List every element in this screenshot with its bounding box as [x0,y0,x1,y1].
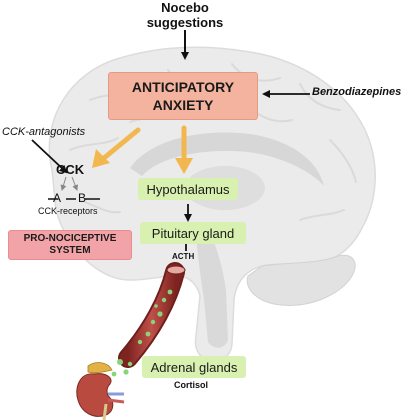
receptor-a-label: A [53,191,62,205]
cck-receptors-label: CCK-receptors [38,206,98,216]
grey-arrow-to-b [71,176,79,191]
cortisol-label: Cortisol [174,380,209,390]
cck-label: CCK [56,162,85,177]
blood-vessel [118,262,186,368]
adrenal-glands-box: Adrenal glands [142,356,246,378]
anticipatory-anxiety-box: ANTICIPATORY ANXIETY [108,72,258,120]
grey-arrow-to-a [60,176,67,191]
hypothalamus-box: Hypothalamus [138,178,238,200]
orange-arrow-to-cck-shaft [101,127,141,161]
black-arrows [31,30,310,251]
cck-antagonists-label: CCK-antagonists [2,126,86,138]
arrow-cck-antagonists [31,139,68,174]
vessel-particles [137,289,173,345]
receptor-b-label: B [78,191,87,205]
orange-arrow-to-hypothalamus-head [175,158,193,174]
cortisol-particles [111,359,133,377]
nocebo-label: Nocebo suggestions [146,0,224,30]
adrenal-gland-shape [87,362,113,374]
pro-nociceptive-system-box: PRO-NOCICEPTIVE SYSTEM [8,230,132,260]
benzodiazepines-label: Benzodiazepines [312,86,402,98]
cck-receptor-schematic [48,176,100,200]
pituitary-gland-box: Pituitary gland [140,222,246,244]
orange-arrow-to-cck-head [92,149,110,168]
acth-label: ACTH [172,252,195,261]
kidney [76,362,125,420]
orange-arrows [92,125,193,174]
